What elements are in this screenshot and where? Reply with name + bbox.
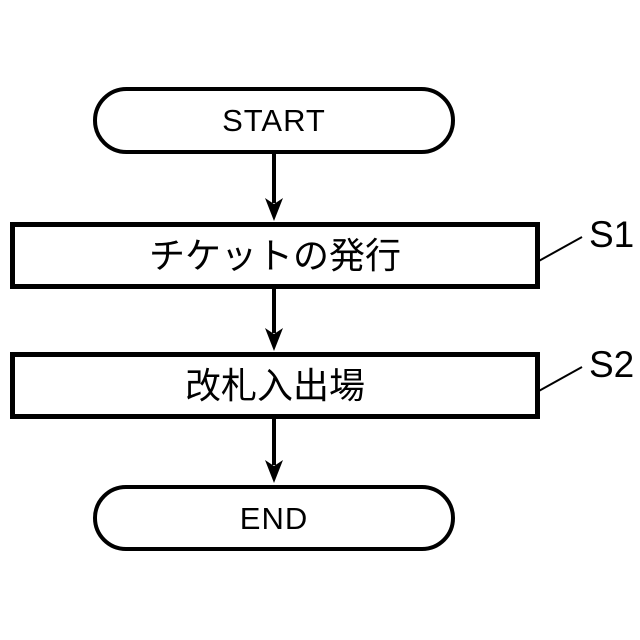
- process-box-step1: チケットの発行: [10, 222, 540, 289]
- step1-label: チケットの発行: [148, 234, 401, 276]
- arrow-step1-to-step2: [265, 287, 283, 351]
- leader-line-s2: [536, 366, 583, 393]
- step2-label: 改札入出場: [184, 364, 365, 406]
- process-box-step2: 改札入出場: [10, 352, 540, 419]
- step-tag-s2: S2: [589, 344, 635, 385]
- end-terminator: END: [93, 485, 455, 551]
- start-terminator: START: [93, 87, 455, 154]
- leader-line-s1: [536, 236, 583, 263]
- end-label: END: [239, 500, 309, 536]
- step-tag-s1: S1: [589, 214, 635, 255]
- start-label: START: [222, 103, 326, 138]
- arrow-start-to-step1: [265, 152, 283, 221]
- arrow-step2-to-end: [265, 417, 283, 483]
